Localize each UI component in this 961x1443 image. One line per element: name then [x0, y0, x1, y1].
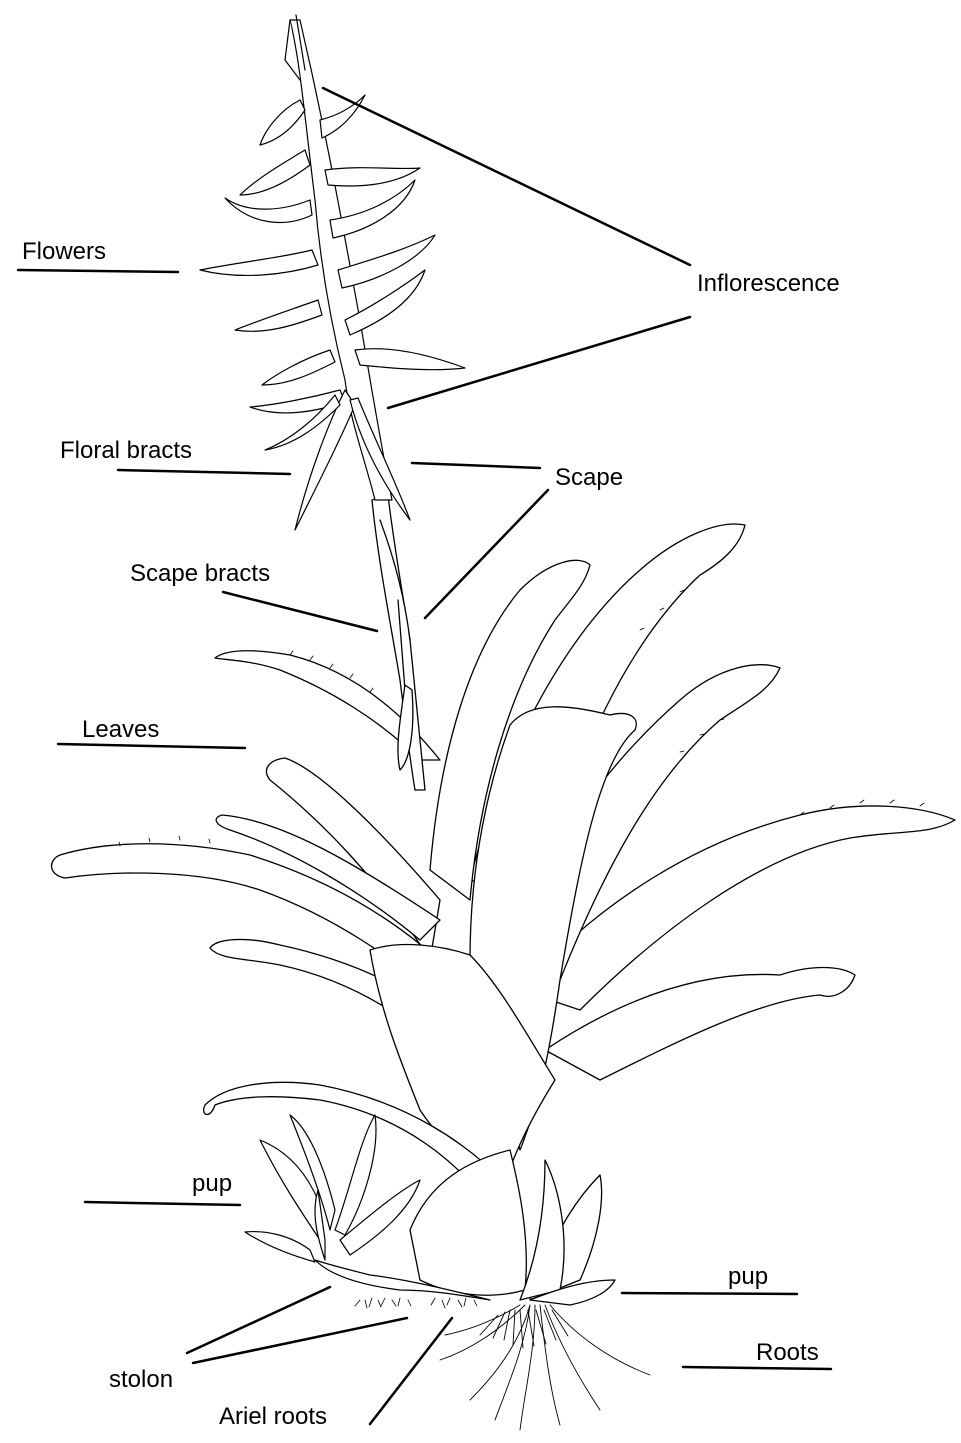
label-flowers: Flowers	[22, 240, 106, 264]
label-pup-left: pup	[192, 1172, 232, 1196]
roots	[440, 1305, 650, 1430]
label-scape: Scape	[555, 466, 623, 490]
scape	[372, 495, 425, 790]
line-stolon-upper	[187, 1287, 330, 1353]
aerial-roots	[355, 1298, 477, 1308]
label-floral-bracts: Floral bracts	[60, 439, 192, 463]
label-pup-right: pup	[728, 1265, 768, 1289]
label-scape-bracts: Scape bracts	[130, 562, 270, 586]
line-ariel-roots	[370, 1318, 452, 1424]
line-roots	[683, 1367, 831, 1369]
line-stolon-lower	[193, 1318, 407, 1363]
line-leaves	[58, 744, 245, 748]
line-flowers	[18, 270, 178, 272]
label-stolon: stolon	[109, 1368, 173, 1392]
label-roots: Roots	[756, 1341, 819, 1365]
line-floral-bracts	[118, 470, 290, 474]
label-ariel-roots: Ariel roots	[219, 1405, 327, 1429]
leaves	[52, 524, 955, 1305]
label-leaves: Leaves	[82, 718, 159, 742]
label-inflorescence: Inflorescence	[697, 272, 840, 296]
line-pup-left	[85, 1202, 240, 1205]
line-scape-upper	[412, 463, 540, 468]
line-scape-bracts	[223, 592, 377, 631]
line-pup-right	[622, 1293, 797, 1294]
